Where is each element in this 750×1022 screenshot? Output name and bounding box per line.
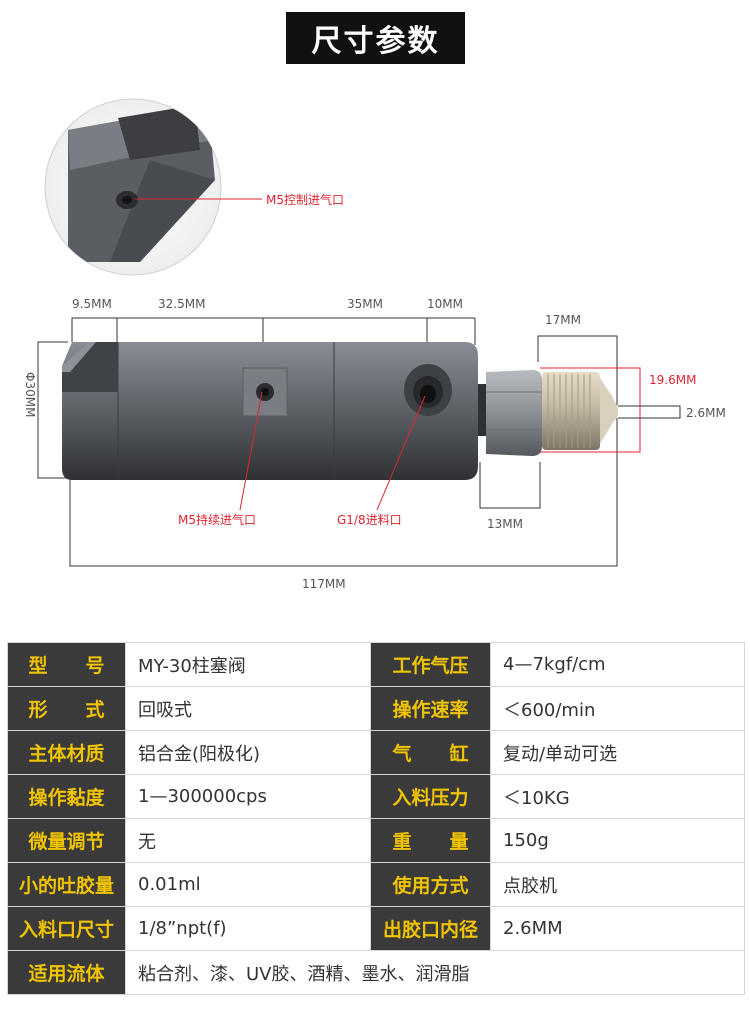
page-title: 尺寸参数 (286, 12, 465, 64)
table-row: 小的吐胶量 0.01ml 使用方式 点胶机 (7, 862, 745, 907)
spec-label: 主体材质 (7, 730, 126, 775)
table-row: 适用流体 粘合剂、漆、UV胶、酒精、墨水、润滑脂 (7, 950, 745, 995)
dim-19-6: 19.6MM (649, 373, 696, 387)
spec-value: 铝合金(阳极化) (125, 730, 371, 775)
table-row: 形 式 回吸式 操作速率 ＜600/min (7, 686, 745, 731)
table-row: 操作黏度 1—300000cps 入料压力 ＜10KG (7, 774, 745, 819)
spec-label: 入料口尺寸 (7, 906, 126, 951)
spec-label: 小的吐胶量 (7, 862, 126, 907)
material-inlet-callout: G1/8进料口 (337, 513, 402, 527)
table-row: 入料口尺寸 1/8”npt(f) 出胶口内径 2.6MM (7, 906, 745, 951)
spec-label: 出胶口内径 (370, 906, 491, 951)
continuous-inlet-callout: M5持续进气口 (178, 512, 256, 527)
dimension-diagram: M5控制进气口 9.5MM 32.5MM 35MM 10MM 17MM Φ30M… (23, 98, 726, 591)
spec-value: 0.01ml (125, 862, 371, 907)
spec-value: 无 (125, 818, 371, 863)
valve-body (62, 342, 478, 480)
spec-value: 1—300000cps (125, 774, 371, 819)
spec-label: 入料压力 (370, 774, 491, 819)
dim-32-5: 32.5MM (158, 297, 205, 311)
dim-10: 10MM (427, 297, 463, 311)
spec-table: 型 号 MY-30柱塞阀 工作气压 4—7kgf/cm 形 式 回吸式 操作速率… (7, 642, 745, 995)
spec-label: 工作气压 (370, 642, 491, 687)
spec-label: 型 号 (7, 642, 126, 687)
dim-117: 117MM (302, 577, 346, 591)
dim-17: 17MM (545, 313, 581, 327)
spec-value: 复动/单动可选 (490, 730, 745, 775)
control-inlet-callout: M5控制进气口 (266, 192, 344, 207)
table-row: 微量调节 无 重 量 150g (7, 818, 745, 863)
spec-label: 形 式 (7, 686, 126, 731)
spec-value: 1/8”npt(f) (125, 906, 371, 951)
dim-9-5: 9.5MM (72, 297, 112, 311)
spec-label: 操作黏度 (7, 774, 126, 819)
spec-value: 回吸式 (125, 686, 371, 731)
spec-value: 2.6MM (490, 906, 745, 951)
nozzle-assembly (478, 370, 618, 456)
spec-value: ＜10KG (490, 774, 745, 819)
end-view-zoom (44, 98, 222, 276)
table-row: 型 号 MY-30柱塞阀 工作气压 4—7kgf/cm (7, 642, 745, 687)
spec-label: 操作速率 (370, 686, 491, 731)
spec-label: 重 量 (370, 818, 491, 863)
spec-label: 气 缸 (370, 730, 491, 775)
dim-13: 13MM (487, 517, 523, 531)
dim-35: 35MM (347, 297, 383, 311)
spec-value: 150g (490, 818, 745, 863)
table-row: 主体材质 铝合金(阳极化) 气 缸 复动/单动可选 (7, 730, 745, 775)
dim-2-6: 2.6MM (686, 406, 726, 420)
spec-value: 粘合剂、漆、UV胶、酒精、墨水、润滑脂 (125, 950, 745, 995)
spec-value: MY-30柱塞阀 (125, 642, 371, 687)
spec-value: 点胶机 (490, 862, 745, 907)
spec-label: 适用流体 (7, 950, 126, 995)
spec-label: 使用方式 (370, 862, 491, 907)
spec-value: 4—7kgf/cm (490, 642, 745, 687)
dim-diameter: Φ30MM (23, 372, 37, 417)
spec-value: ＜600/min (490, 686, 745, 731)
spec-label: 微量调节 (7, 818, 126, 863)
